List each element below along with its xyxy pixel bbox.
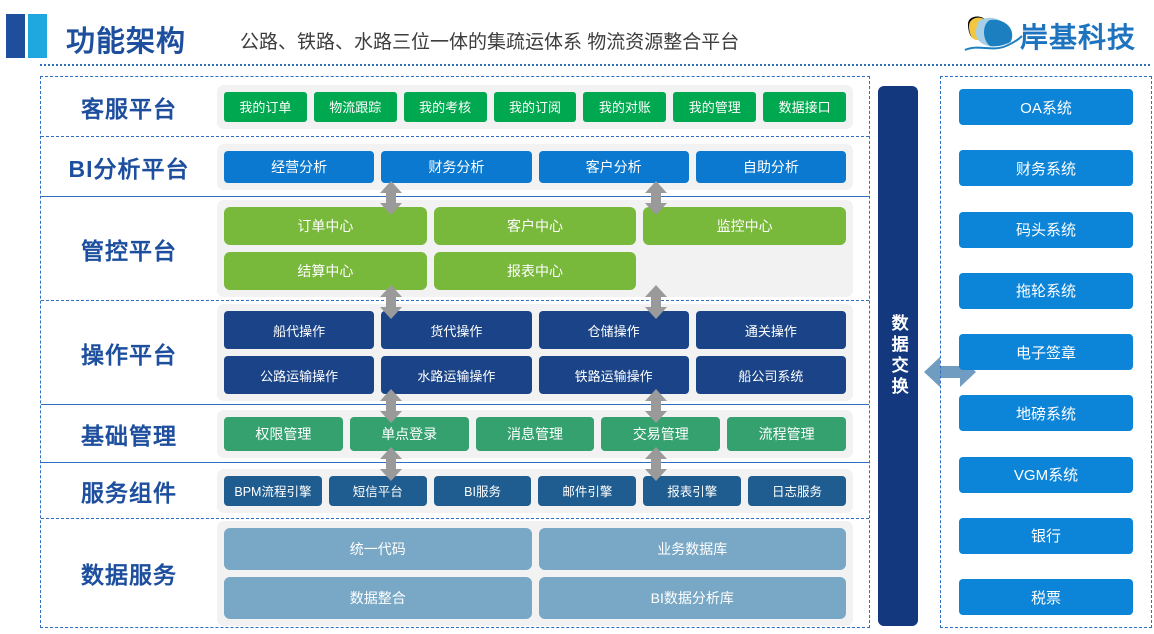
row-body-operations-platform: 船代操作 货代操作 仓储操作 通关操作 公路运输操作 水路运输操作 铁路运输操作…	[217, 304, 853, 401]
external-systems-panel: OA系统 财务系统 码头系统 拖轮系统 电子签章 地磅系统 VGM系统 银行 税…	[940, 76, 1152, 628]
chip-log-service[interactable]: 日志服务	[748, 475, 846, 506]
chip-warehousing-operation[interactable]: 仓储操作	[538, 311, 689, 349]
data-exchange-bar: 数据交换	[878, 86, 918, 626]
chip-my-orders[interactable]: 我的订单	[224, 91, 307, 122]
header-accent-bar-cyan	[28, 14, 47, 58]
chip-row-spacer	[643, 252, 846, 290]
chip-road-transport-operation[interactable]: 公路运输操作	[224, 356, 375, 394]
chip-bi-service[interactable]: BI服务	[433, 475, 532, 506]
architecture-row-customer-platform: 客服平台 我的订单 物流跟踪 我的考核 我的订阅 我的对账 我的管理 数据接口	[41, 77, 869, 137]
chip-transaction-management[interactable]: 交易管理	[601, 416, 721, 451]
chip-business-database[interactable]: 业务数据库	[538, 527, 846, 570]
chip-business-analysis[interactable]: 经营分析	[224, 150, 375, 183]
row-body-control-platform: 订单中心 客户中心 监控中心 结算中心 报表中心	[217, 200, 853, 297]
row-label-control-platform: 管控平台	[81, 237, 177, 264]
chip-monitoring-center[interactable]: 监控中心	[643, 207, 847, 245]
chip-data-interface[interactable]: 数据接口	[763, 91, 847, 122]
header-divider	[40, 64, 1150, 66]
architecture-row-control-platform: 管控平台 订单中心 客户中心 监控中心 结算中心 报表中心	[41, 197, 869, 301]
chip-customer-analysis[interactable]: 客户分析	[538, 150, 689, 183]
chip-sms-platform[interactable]: 短信平台	[328, 475, 427, 506]
chip-report-engine[interactable]: 报表引擎	[643, 475, 742, 506]
architecture-row-basic-management: 基础管理 权限管理 单点登录 消息管理 交易管理 流程管理	[41, 405, 869, 463]
row-body-customer-platform: 我的订单 物流跟踪 我的考核 我的订阅 我的对账 我的管理 数据接口	[217, 84, 853, 129]
chip-group: BPM流程引擎 短信平台 BI服务 邮件引擎 报表引擎 日志服务	[224, 475, 846, 506]
chip-group: 订单中心 客户中心 监控中心	[224, 207, 847, 245]
chip-shipping-company-system[interactable]: 船公司系统	[695, 356, 846, 394]
row-label-service-components: 服务组件	[81, 479, 177, 506]
page-subtitle: 公路、铁路、水路三位一体的集疏运体系 物流资源整合平台	[240, 32, 740, 53]
logo-text: 岸基科技	[1020, 22, 1137, 53]
row-label-bi-platform: BI分析平台	[68, 155, 190, 182]
chip-railway-transport-operation[interactable]: 铁路运输操作	[538, 356, 689, 394]
chip-bpm-process-engine[interactable]: BPM流程引擎	[224, 475, 322, 506]
chip-my-assessment[interactable]: 我的考核	[403, 91, 487, 122]
chip-report-center[interactable]: 报表中心	[433, 252, 637, 290]
architecture-row-bi-platform: BI分析平台 经营分析 财务分析 客户分析 自助分析	[41, 137, 869, 197]
chip-group: 公路运输操作 水路运输操作 铁路运输操作 船公司系统	[224, 356, 846, 394]
external-system-tugboat[interactable]: 拖轮系统	[959, 272, 1133, 309]
chip-self-service-analysis[interactable]: 自助分析	[695, 150, 846, 183]
chip-group: 经营分析 财务分析 客户分析 自助分析	[224, 150, 846, 183]
chip-group: 数据整合 BI数据分析库	[224, 576, 846, 619]
external-system-tax-invoice[interactable]: 税票	[959, 579, 1133, 615]
chip-unified-code[interactable]: 统一代码	[224, 527, 532, 570]
architecture-row-operations-platform: 操作平台 船代操作 货代操作 仓储操作 通关操作 公路运输操作 水路运输操作 铁…	[41, 301, 869, 405]
chip-group: 我的订单 物流跟踪 我的考核 我的订阅 我的对账 我的管理 数据接口	[224, 91, 847, 122]
page-header: 功能架构 公路、铁路、水路三位一体的集疏运体系 物流资源整合平台 岸基科技	[0, 0, 1154, 68]
architecture-row-service-components: 服务组件 BPM流程引擎 短信平台 BI服务 邮件引擎 报表引擎 日志服务	[41, 463, 869, 519]
row-body-data-services: 统一代码 业务数据库 数据整合 BI数据分析库	[217, 520, 853, 626]
chip-single-sign-on[interactable]: 单点登录	[349, 416, 469, 451]
chip-logistics-tracking[interactable]: 物流跟踪	[313, 91, 397, 122]
company-logo: 岸基科技	[964, 12, 1150, 60]
row-label-operations-platform: 操作平台	[81, 341, 177, 368]
chip-settlement-center[interactable]: 结算中心	[224, 252, 427, 290]
chip-my-reconciliation[interactable]: 我的对账	[583, 91, 667, 122]
chip-group: 船代操作 货代操作 仓储操作 通关操作	[224, 311, 846, 349]
header-accent-bar-navy	[6, 14, 25, 58]
chip-waterway-transport-operation[interactable]: 水路运输操作	[381, 356, 532, 394]
architecture-panel: 客服平台 我的订单 物流跟踪 我的考核 我的订阅 我的对账 我的管理 数据接口 …	[40, 76, 870, 628]
chip-permission-management[interactable]: 权限管理	[224, 416, 343, 451]
chip-ship-agency-operation[interactable]: 船代操作	[224, 311, 375, 349]
external-system-oa[interactable]: OA系统	[959, 89, 1133, 125]
row-label-basic-management: 基础管理	[81, 422, 177, 449]
page-title: 功能架构	[66, 26, 187, 58]
chip-freight-forwarding-operation[interactable]: 货代操作	[381, 311, 532, 349]
chip-process-management[interactable]: 流程管理	[727, 416, 846, 451]
row-label-customer-platform: 客服平台	[81, 95, 177, 122]
data-exchange-label: 数据交换	[888, 314, 908, 398]
chip-group: 权限管理 单点登录 消息管理 交易管理 流程管理	[224, 416, 846, 451]
chip-financial-analysis[interactable]: 财务分析	[381, 150, 532, 183]
external-system-finance[interactable]: 财务系统	[959, 150, 1133, 187]
row-label-data-services: 数据服务	[81, 562, 177, 588]
chip-customer-center[interactable]: 客户中心	[433, 207, 637, 245]
chip-message-management[interactable]: 消息管理	[475, 416, 595, 451]
row-body-basic-management: 权限管理 单点登录 消息管理 交易管理 流程管理	[217, 409, 853, 458]
external-system-vgm[interactable]: VGM系统	[959, 456, 1133, 493]
row-body-service-components: BPM流程引擎 短信平台 BI服务 邮件引擎 报表引擎 日志服务	[217, 468, 853, 513]
chip-group: 结算中心 报表中心	[224, 252, 846, 290]
external-system-electronic-seal[interactable]: 电子签章	[959, 334, 1133, 370]
wave-circle-logo-icon	[964, 14, 1024, 58]
chip-bi-data-analysis-database[interactable]: BI数据分析库	[538, 576, 846, 619]
chip-mail-engine[interactable]: 邮件引擎	[538, 475, 637, 506]
chip-my-subscription[interactable]: 我的订阅	[493, 91, 577, 122]
row-body-bi-platform: 经营分析 财务分析 客户分析 自助分析	[217, 143, 853, 190]
external-system-terminal[interactable]: 码头系统	[959, 211, 1133, 248]
architecture-row-data-services: 数据服务 统一代码 业务数据库 数据整合 BI数据分析库	[41, 519, 869, 627]
external-system-bank[interactable]: 银行	[959, 517, 1133, 554]
chip-customs-operation[interactable]: 通关操作	[695, 311, 846, 349]
chip-my-management[interactable]: 我的管理	[673, 91, 757, 122]
chip-group: 统一代码 业务数据库	[224, 527, 846, 570]
external-system-weighbridge[interactable]: 地磅系统	[959, 395, 1133, 432]
chip-order-center[interactable]: 订单中心	[224, 207, 427, 245]
chip-data-integration[interactable]: 数据整合	[224, 576, 532, 619]
